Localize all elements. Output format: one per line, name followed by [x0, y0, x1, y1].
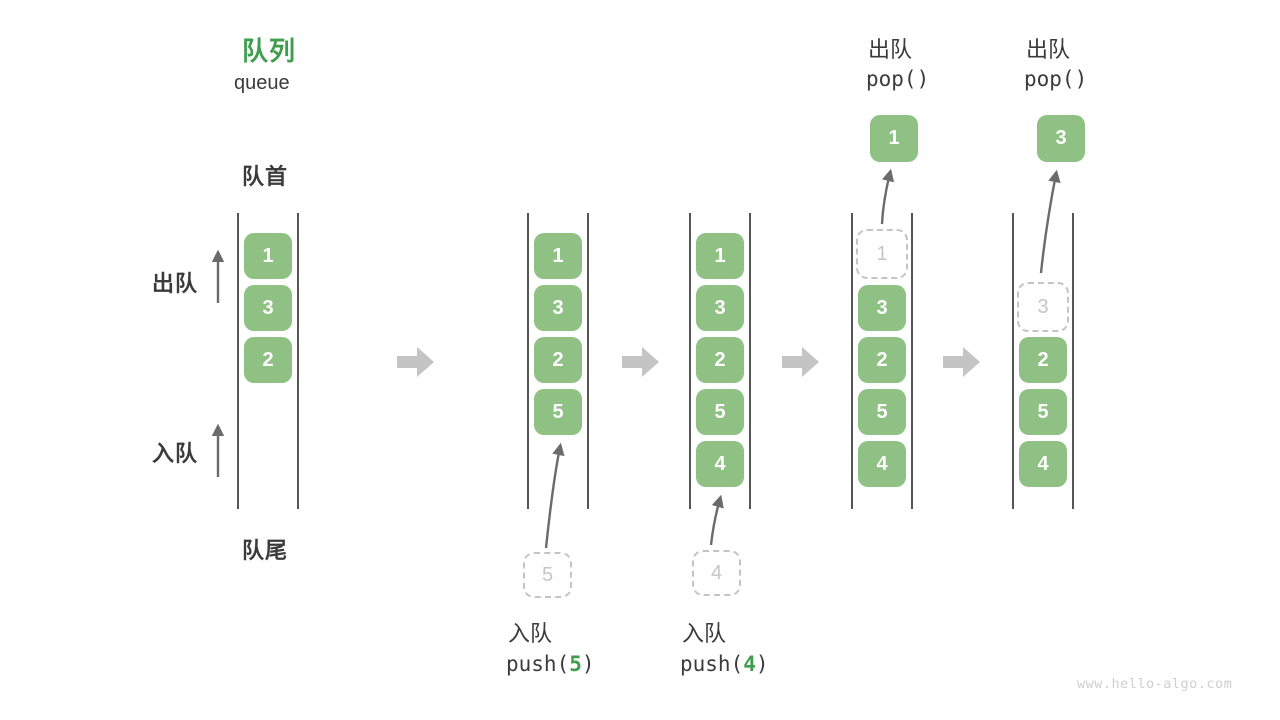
popped-item-1: 1	[870, 115, 918, 162]
code-push4: push(4)	[680, 652, 769, 676]
label-dequeue-op1: 出队	[868, 37, 913, 62]
queue-item: 5	[534, 389, 582, 435]
code-push4-close: )	[755, 652, 769, 676]
label-queue-front: 队首	[242, 164, 289, 189]
queue-column-1: 1 3 2	[237, 213, 299, 509]
queue-item: 2	[1019, 337, 1067, 383]
step-arrow-4	[943, 345, 981, 379]
label-enqueue-op1: 入队	[508, 621, 553, 646]
queue-column-2: 1 3 2 5	[527, 213, 589, 509]
queue-item: 1	[534, 233, 582, 279]
pending-item-5: 5	[523, 552, 572, 598]
step-arrow-3	[782, 345, 820, 379]
queue-item: 3	[534, 285, 582, 331]
queue-item: 1	[244, 233, 292, 279]
ghost-item-1: 1	[856, 229, 908, 279]
queue-item: 5	[1019, 389, 1067, 435]
queue-item: 2	[858, 337, 906, 383]
queue-item: 4	[1019, 441, 1067, 487]
queue-column-5: 3 2 5 4	[1012, 213, 1074, 509]
queue-item: 2	[534, 337, 582, 383]
queue-item: 4	[696, 441, 744, 487]
code-pop1: pop()	[866, 67, 930, 91]
queue-item: 3	[244, 285, 292, 331]
code-push5-close: )	[581, 652, 595, 676]
queue-item: 4	[858, 441, 906, 487]
label-enqueue-side: 入队	[152, 441, 199, 466]
label-dequeue-op2: 出队	[1026, 37, 1071, 62]
queue-item: 5	[858, 389, 906, 435]
code-push5-arg: 5	[569, 652, 582, 676]
watermark: www.hello-algo.com	[1077, 676, 1233, 692]
queue-item: 5	[696, 389, 744, 435]
step-arrow-2	[622, 345, 660, 379]
queue-item: 3	[696, 285, 744, 331]
queue-column-3: 1 3 2 5 4	[689, 213, 751, 509]
queue-item: 2	[696, 337, 744, 383]
code-push5: push(5)	[506, 652, 595, 676]
label-enqueue-op2: 入队	[682, 621, 727, 646]
diagram-title-zh: 队列	[242, 36, 297, 66]
pending-item-4: 4	[692, 550, 741, 596]
queue-column-4: 1 3 2 5 4	[851, 213, 913, 509]
label-queue-rear: 队尾	[242, 538, 289, 563]
ghost-item-3: 3	[1017, 282, 1069, 332]
diagram-title-en: queue	[234, 72, 290, 94]
code-push4-arg: 4	[743, 652, 756, 676]
code-push4-fn: push(	[680, 652, 744, 676]
popped-item-3: 3	[1037, 115, 1085, 162]
step-arrow-1	[397, 345, 435, 379]
label-dequeue-side: 出队	[152, 271, 199, 296]
code-push5-fn: push(	[506, 652, 570, 676]
code-pop2: pop()	[1024, 67, 1088, 91]
queue-item: 2	[244, 337, 292, 383]
queue-item: 1	[696, 233, 744, 279]
queue-item: 3	[858, 285, 906, 331]
